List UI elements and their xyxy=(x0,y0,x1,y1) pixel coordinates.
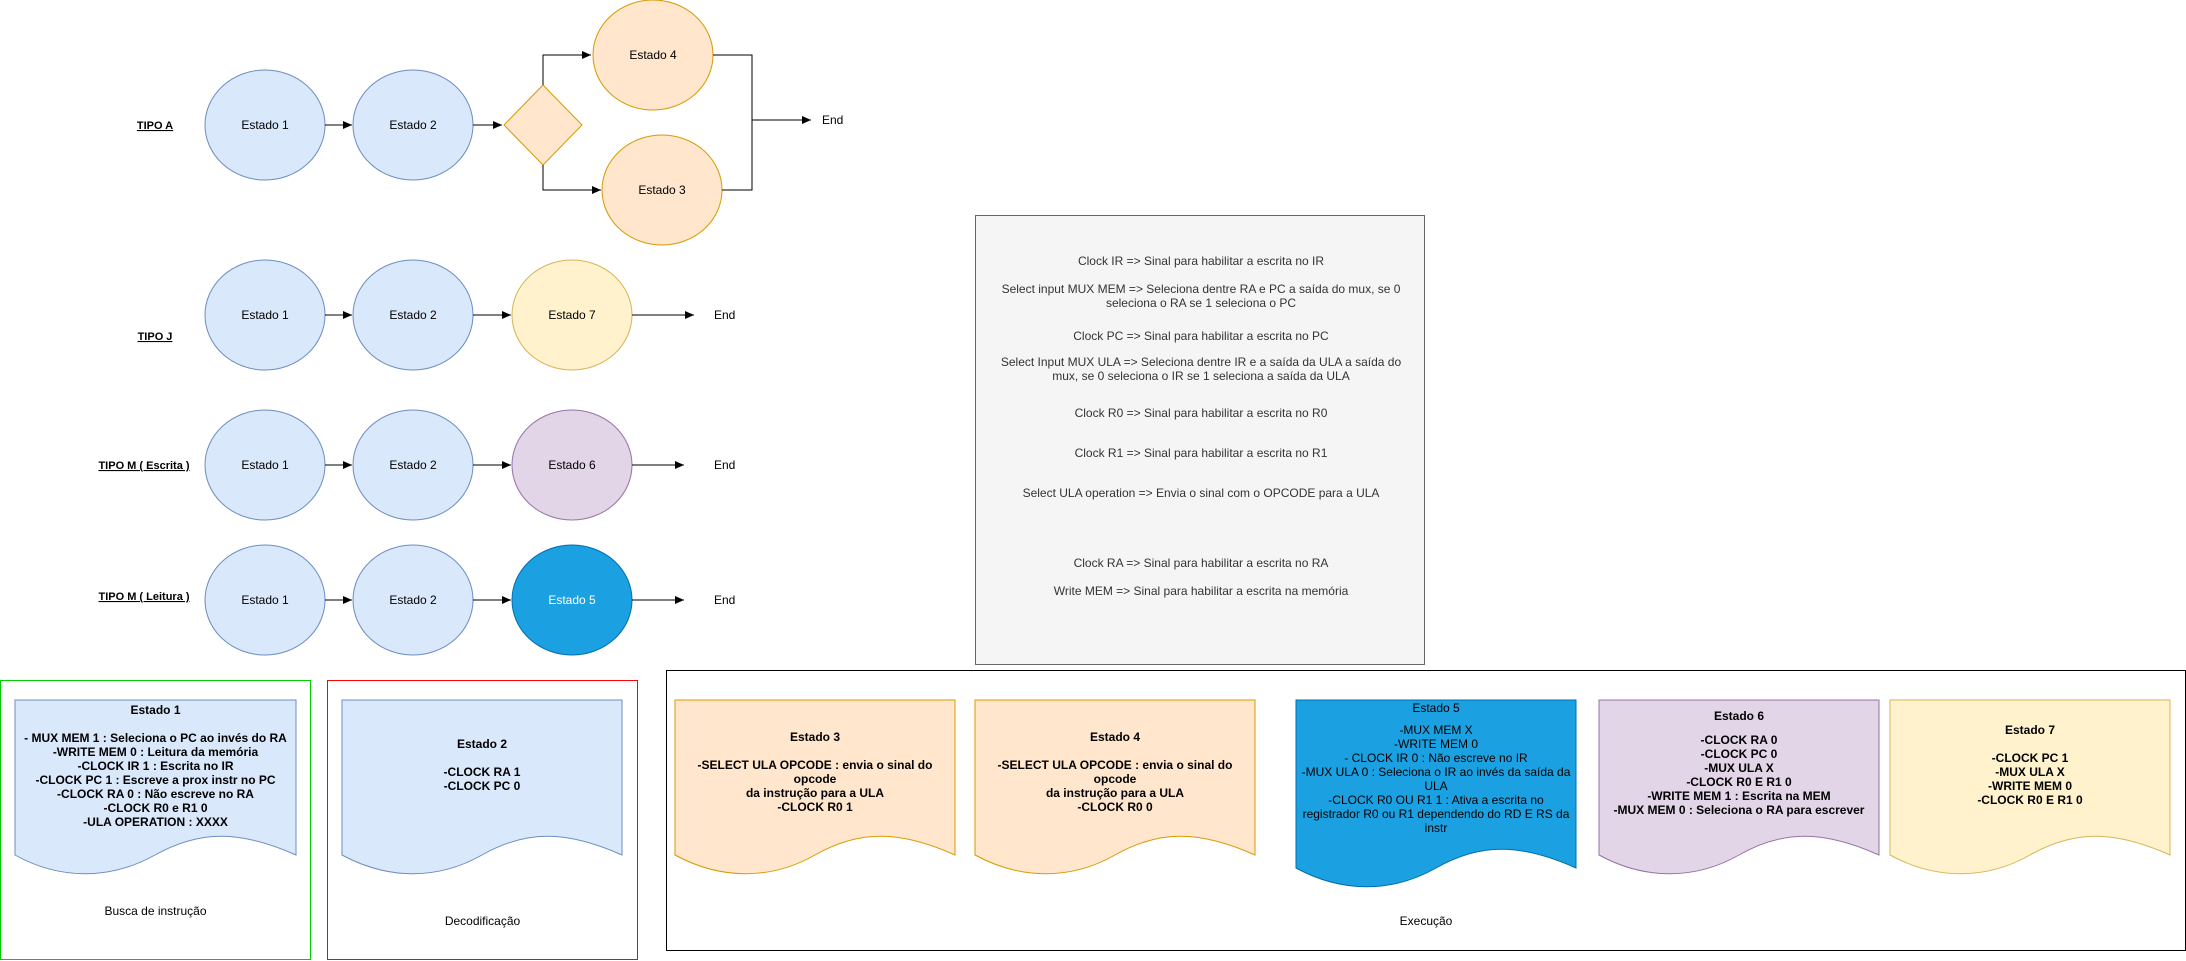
legend-mux-ula-line-2: mux, se 0 seleciona o IR se 1 seleciona … xyxy=(1052,369,1350,383)
estado-7-doc-title: Estado 7 xyxy=(2004,723,2055,737)
tipo-a-merge-connector xyxy=(713,54,753,191)
estado-7-doc-line: -WRITE MEM 0 xyxy=(1988,779,2072,793)
estado-2-doc-shape xyxy=(341,699,623,875)
legend-ula-operation: Select ULA operation => Envia o sinal co… xyxy=(1022,486,1380,500)
busca-caption: Busca de instrução xyxy=(104,904,207,918)
legend-mux-mem-line-2: seleciona o RA se 1 seleciona o PC xyxy=(1105,296,1297,310)
estado-1-doc-line: -ULA OPERATION : XXXX xyxy=(83,815,228,829)
estado-6-doc-shape xyxy=(1598,699,1880,875)
estado-4-doc-line: da instrução para a ULA xyxy=(1045,786,1185,800)
tipo-m-leitura-end-label: End xyxy=(714,593,735,607)
estado-5-doc-line: -WRITE MEM 0 xyxy=(1394,737,1478,751)
estado-3-doc-line: da instrução para a ULA xyxy=(745,786,885,800)
estado-2-doc: Estado 2 -CLOCK RA 1 -CLOCK PC 0 xyxy=(342,737,622,793)
tipo-a-end-label: End xyxy=(822,113,843,127)
estado-4-doc-line: -CLOCK R0 0 xyxy=(1077,800,1153,814)
estado-5-doc-line: - CLOCK IR 0 : Não escreve no IR xyxy=(1344,751,1528,765)
estado-3-doc-title: Estado 3 xyxy=(789,730,840,744)
legend-mux-mem-line-1: Select input MUX MEM => Seleciona dentre… xyxy=(1001,282,1401,296)
signal-legend-box: Clock IR => Sinal para habilitar a escri… xyxy=(975,215,1425,665)
decodificacao-frame: Decodificação xyxy=(327,680,638,960)
tipo-j-end-label: End xyxy=(714,308,735,322)
estado-6-doc-line: -MUX MEM 0 : Seleciona o RA para escreve… xyxy=(1613,803,1865,817)
legend-clock-pc: Clock PC => Sinal para habilitar a escri… xyxy=(1073,329,1329,343)
estado-6-doc-title: Estado 6 xyxy=(1713,709,1764,723)
estado-4-doc-shape xyxy=(974,699,1256,875)
estado-1-doc-title: Estado 1 xyxy=(130,703,181,717)
estado-5-doc-line: -MUX ULA 0 : Seleciona o IR ao invés da … xyxy=(1301,765,1571,779)
tipo-m-leitura-estado-5-label: Estado 5 xyxy=(548,593,596,607)
tipo-a-decision-diamond xyxy=(503,84,583,166)
estado-6-doc-line: -CLOCK R0 E R1 0 xyxy=(1686,775,1792,789)
estado-5-doc-line: registrador R0 ou R1 dependendo do RD E … xyxy=(1302,807,1570,821)
legend-clock-r0: Clock R0 => Sinal para habilitar a escri… xyxy=(1074,406,1328,420)
legend-clock-ir: Clock IR => Sinal para habilitar a escri… xyxy=(1077,254,1325,268)
legend-clock-ra: Clock RA => Sinal para habilitar a escri… xyxy=(1073,556,1329,570)
tipo-m-escrita-estado-1-label: Estado 1 xyxy=(241,458,289,472)
estado-1-doc: Estado 1 - MUX MEM 1 : Seleciona o PC ao… xyxy=(15,703,296,829)
estado-2-doc-title: Estado 2 xyxy=(456,737,507,751)
estado-6-doc-line: -CLOCK RA 0 xyxy=(1700,733,1778,747)
tipo-a-arrow-decision-estado-3 xyxy=(542,165,601,194)
estado-1-doc-line: - MUX MEM 1 : Seleciona o PC ao invés do… xyxy=(24,731,287,745)
tipo-m-escrita-end-label: End xyxy=(714,458,735,472)
estado-7-doc-shape xyxy=(1889,699,2171,875)
row-label-tipo-a: TIPO A xyxy=(137,120,173,132)
tipo-m-escrita-estado-6-label: Estado 6 xyxy=(548,458,596,472)
estado-2-doc-line: -CLOCK RA 1 xyxy=(443,765,521,779)
tipo-j-estado-1-label: Estado 1 xyxy=(241,308,289,322)
estado-1-doc-line: -CLOCK PC 1 : Escreve a prox instr no PC xyxy=(35,773,276,787)
estado-6-doc-line: -CLOCK PC 0 xyxy=(1700,747,1778,761)
tipo-m-leitura-estado-2-label: Estado 2 xyxy=(389,593,437,607)
estado-4-doc-title: Estado 4 xyxy=(1089,730,1140,744)
estado-4-doc: Estado 4 -SELECT ULA OPCODE : envia o si… xyxy=(975,730,1255,814)
tipo-a-arrow-decision-estado-4 xyxy=(542,51,591,85)
estado-5-doc-line: -MUX MEM X xyxy=(1399,723,1473,737)
tipo-a-estado-1-label: Estado 1 xyxy=(241,118,289,132)
tipo-j-estado-7-label: Estado 7 xyxy=(548,308,596,322)
estado-6-doc-line: -WRITE MEM 1 : Escrita na MEM xyxy=(1647,789,1831,803)
estado-5-doc-line: instr xyxy=(1424,821,1448,835)
estado-5-doc-shape xyxy=(1295,699,1577,888)
tipo-m-escrita-estado-2-label: Estado 2 xyxy=(389,458,437,472)
tipo-a-estado-4-label: Estado 4 xyxy=(629,48,677,62)
estado-7-doc-line: -CLOCK PC 1 xyxy=(1991,751,2069,765)
estado-4-doc-line: -SELECT ULA OPCODE : envia o sinal do op… xyxy=(997,758,1233,786)
estado-6-doc-line: -MUX ULA X xyxy=(1704,761,1774,775)
legend-clock-r1: Clock R1 => Sinal para habilitar a escri… xyxy=(1074,446,1328,460)
estado-2-doc-line: -CLOCK PC 0 xyxy=(443,779,521,793)
estado-1-doc-line: -CLOCK RA 0 : Não escreve no RA xyxy=(57,787,254,801)
row-label-tipo-m-escrita: TIPO M ( Escrita ) xyxy=(98,460,189,472)
estado-5-doc-title: Estado 5 xyxy=(1412,701,1460,715)
busca-frame: Busca de instrução xyxy=(0,680,311,960)
row-label-tipo-m-leitura: TIPO M ( Leitura ) xyxy=(98,591,189,603)
estado-3-doc-shape xyxy=(674,699,956,875)
legend-mux-ula-line-1: Select Input MUX ULA => Seleciona dentre… xyxy=(1000,355,1402,369)
estado-5-doc-line: -CLOCK R0 OU R1 1 : Ativa a escrita no xyxy=(1328,793,1544,807)
estado-6-doc: Estado 6 -CLOCK RA 0 -CLOCK PC 0 -MUX UL… xyxy=(1599,709,1879,817)
estado-3-doc-line: -SELECT ULA OPCODE : envia o sinal do op… xyxy=(697,758,933,786)
legend-write-mem: Write MEM => Sinal para habilitar a escr… xyxy=(1053,584,1349,598)
execucao-caption: Execução xyxy=(1399,914,1453,928)
estado-1-doc-shape xyxy=(14,699,297,875)
estado-3-doc: Estado 3 -SELECT ULA OPCODE : envia o si… xyxy=(675,730,955,814)
tipo-j-estado-2-label: Estado 2 xyxy=(389,308,437,322)
estado-7-doc-line: -CLOCK R0 E R1 0 xyxy=(1977,793,2083,807)
estado-7-doc-line: -MUX ULA X xyxy=(1995,765,2065,779)
estado-1-doc-line: -CLOCK R0 e R1 0 xyxy=(103,801,208,815)
estado-3-doc-line: -CLOCK R0 1 xyxy=(777,800,853,814)
estado-1-doc-line: -CLOCK IR 1 : Escrita no IR xyxy=(77,759,234,773)
tipo-m-leitura-estado-1-label: Estado 1 xyxy=(241,593,289,607)
row-label-tipo-j: TIPO J xyxy=(138,331,173,343)
tipo-a-estado-2-label: Estado 2 xyxy=(389,118,437,132)
decodificacao-caption: Decodificação xyxy=(444,914,521,928)
estado-5-doc-line: ULA xyxy=(1424,779,1448,793)
estado-1-doc-line: -WRITE MEM 0 : Leitura da memória xyxy=(52,745,259,759)
estado-7-doc: Estado 7 -CLOCK PC 1 -MUX ULA X -WRITE M… xyxy=(1890,723,2170,807)
estado-5-doc: Estado 5 -MUX MEM X -WRITE MEM 0 - CLOCK… xyxy=(1296,701,1576,835)
tipo-a-estado-3-label: Estado 3 xyxy=(638,183,686,197)
